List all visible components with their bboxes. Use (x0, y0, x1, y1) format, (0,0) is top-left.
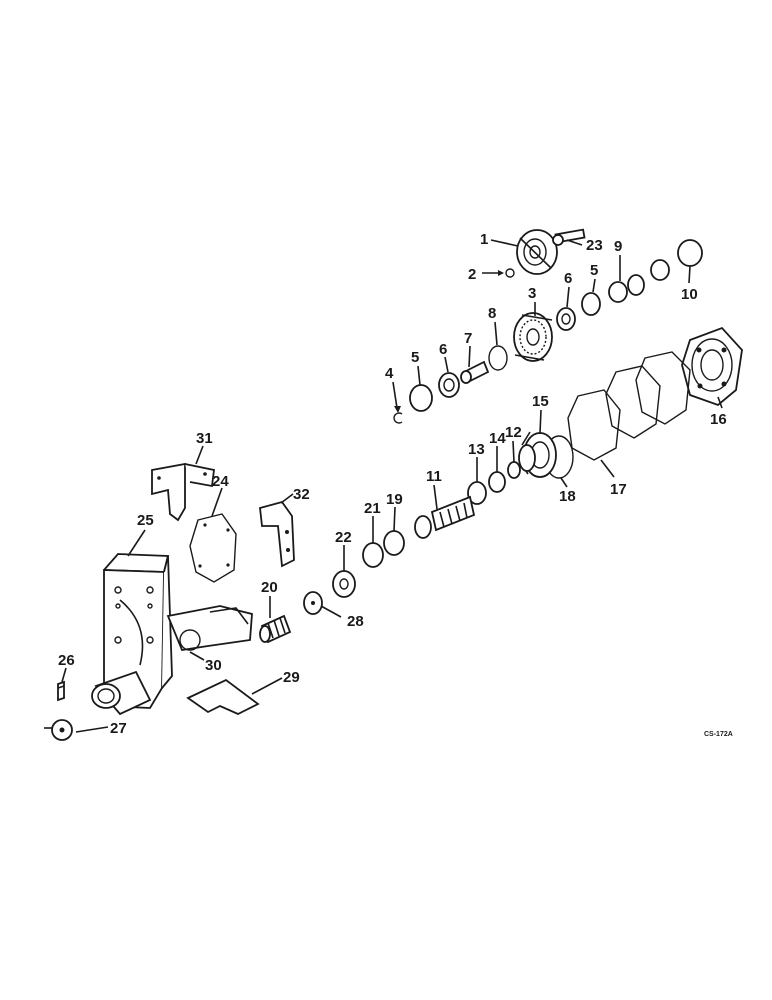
part-8-oring (488, 345, 508, 371)
part-5-cup-upper (581, 292, 601, 316)
part-9-rings (608, 259, 670, 303)
part-23-pins (552, 228, 586, 246)
callout-25: 25 (137, 512, 154, 529)
callout-8: 8 (488, 305, 496, 322)
callout-13: 13 (468, 441, 485, 458)
part-4-snap-ring (393, 412, 403, 424)
callout-20: 20 (261, 579, 278, 596)
callout-30: 30 (205, 657, 222, 674)
callout-5a: 5 (411, 349, 419, 366)
callout-15: 15 (532, 393, 549, 410)
callout-6b: 6 (564, 270, 572, 287)
part-21-cup (362, 542, 384, 568)
part-25-gearbox-housing (91, 553, 253, 716)
part-16-bearing-housing (681, 326, 743, 407)
part-1-gear-cover (516, 229, 558, 275)
part-15-bevel-gear (518, 431, 557, 478)
part-12-ring (507, 461, 521, 479)
part-5-cup-lower (409, 384, 433, 412)
leader-lines (61, 239, 723, 733)
callout-6a: 6 (439, 341, 447, 358)
callout-18: 18 (559, 488, 576, 505)
callout-12: 12 (505, 424, 522, 441)
part-29-shield (186, 678, 260, 715)
part-26-screw (57, 680, 65, 702)
callout-27: 27 (110, 720, 127, 737)
callout-7: 7 (464, 330, 472, 347)
callout-17: 17 (610, 481, 627, 498)
callout-29: 29 (283, 669, 300, 686)
callout-2: 2 (468, 266, 476, 283)
callout-11: 11 (426, 468, 442, 485)
part-3-gear (513, 312, 553, 362)
part-6-bearing-lower (438, 372, 460, 398)
part-10-cap (677, 239, 703, 267)
part-6-bearing-upper (556, 307, 576, 331)
callout-19: 19 (386, 491, 403, 508)
callout-28: 28 (347, 613, 364, 630)
part-31-bracket (151, 462, 215, 522)
drawing-code: CS-172A (704, 731, 733, 738)
part-27-washer (44, 719, 73, 741)
part-28-plate (303, 591, 323, 615)
part-14-bearing (488, 471, 506, 493)
callout-24: 24 (212, 473, 229, 490)
part-22-washer (332, 570, 356, 598)
callout-10: 10 (681, 286, 698, 303)
callout-22: 22 (335, 529, 352, 546)
part-19-bearing (383, 530, 405, 556)
callout-23: 23 (586, 237, 603, 254)
callout-4: 4 (385, 365, 394, 382)
callout-16: 16 (710, 411, 727, 428)
part-32-bracket (259, 500, 295, 568)
callout-14: 14 (489, 430, 506, 447)
callout-32: 32 (293, 486, 310, 503)
part-20-splined-shaft (259, 614, 292, 644)
part-2-snap-ring (505, 268, 515, 278)
part-7-shaft (460, 360, 490, 384)
callout-3: 3 (528, 285, 536, 302)
part-24-gasket (189, 513, 237, 583)
part-11-splined-shaft (414, 495, 476, 539)
callout-31: 31 (196, 430, 213, 447)
part-17-gaskets (567, 351, 691, 461)
callout-5b: 5 (590, 262, 598, 279)
callout-26: 26 (58, 652, 75, 669)
callout-9: 9 (614, 238, 622, 255)
callout-21: 21 (364, 500, 381, 517)
callout-1: 1 (480, 231, 488, 248)
